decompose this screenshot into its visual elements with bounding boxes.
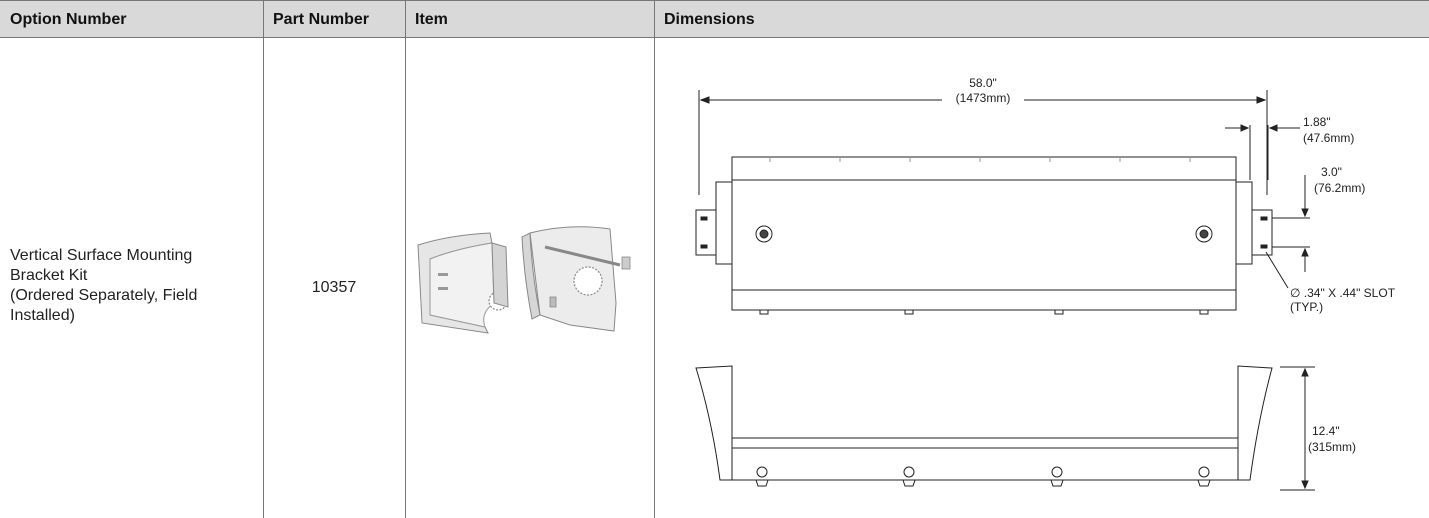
option-line: Bracket Kit <box>10 267 88 284</box>
header-option-number: Option Number <box>0 0 263 38</box>
overall-length-mm-text: (1473mm) <box>956 91 1011 105</box>
right-bracket <box>521 226 631 332</box>
slot-spec-label: ∅ .34" X .44" SLOT <box>1290 286 1396 300</box>
header-item: Item <box>405 0 654 38</box>
slot-spacing-mm-label: (76.2mm) <box>1314 181 1365 195</box>
header-dimensions: Dimensions <box>654 0 1429 38</box>
option-line: Vertical Surface Mounting <box>10 247 193 264</box>
option-line: Installed) <box>10 307 75 324</box>
height-label: 12.4" <box>1312 424 1340 438</box>
column-divider <box>263 0 264 518</box>
option-line: (Ordered Separately, Field <box>10 287 198 304</box>
option-number-cell: Vertical Surface Mounting Bracket Kit (O… <box>10 246 260 326</box>
dimensions-drawing: 58.0" (1473mm) 1.88" (47.6mm) 3.0" (76.2… <box>695 76 1396 491</box>
overall-length-label: 58.0" <box>969 76 997 90</box>
column-divider <box>654 0 655 518</box>
part-number-cell: 10357 <box>311 279 357 296</box>
bracket-kit-image <box>417 226 631 334</box>
slot-spacing-label: 3.0" <box>1321 165 1342 179</box>
height-mm-label: (315mm) <box>1308 440 1356 454</box>
slot-spec-note-label: (TYP.) <box>1290 300 1323 314</box>
left-bracket <box>417 232 509 334</box>
bracket-offset-label: 1.88" <box>1303 115 1331 129</box>
column-divider <box>405 0 406 518</box>
bracket-offset-mm-label: (47.6mm) <box>1303 131 1354 145</box>
header-part-number: Part Number <box>263 0 405 38</box>
